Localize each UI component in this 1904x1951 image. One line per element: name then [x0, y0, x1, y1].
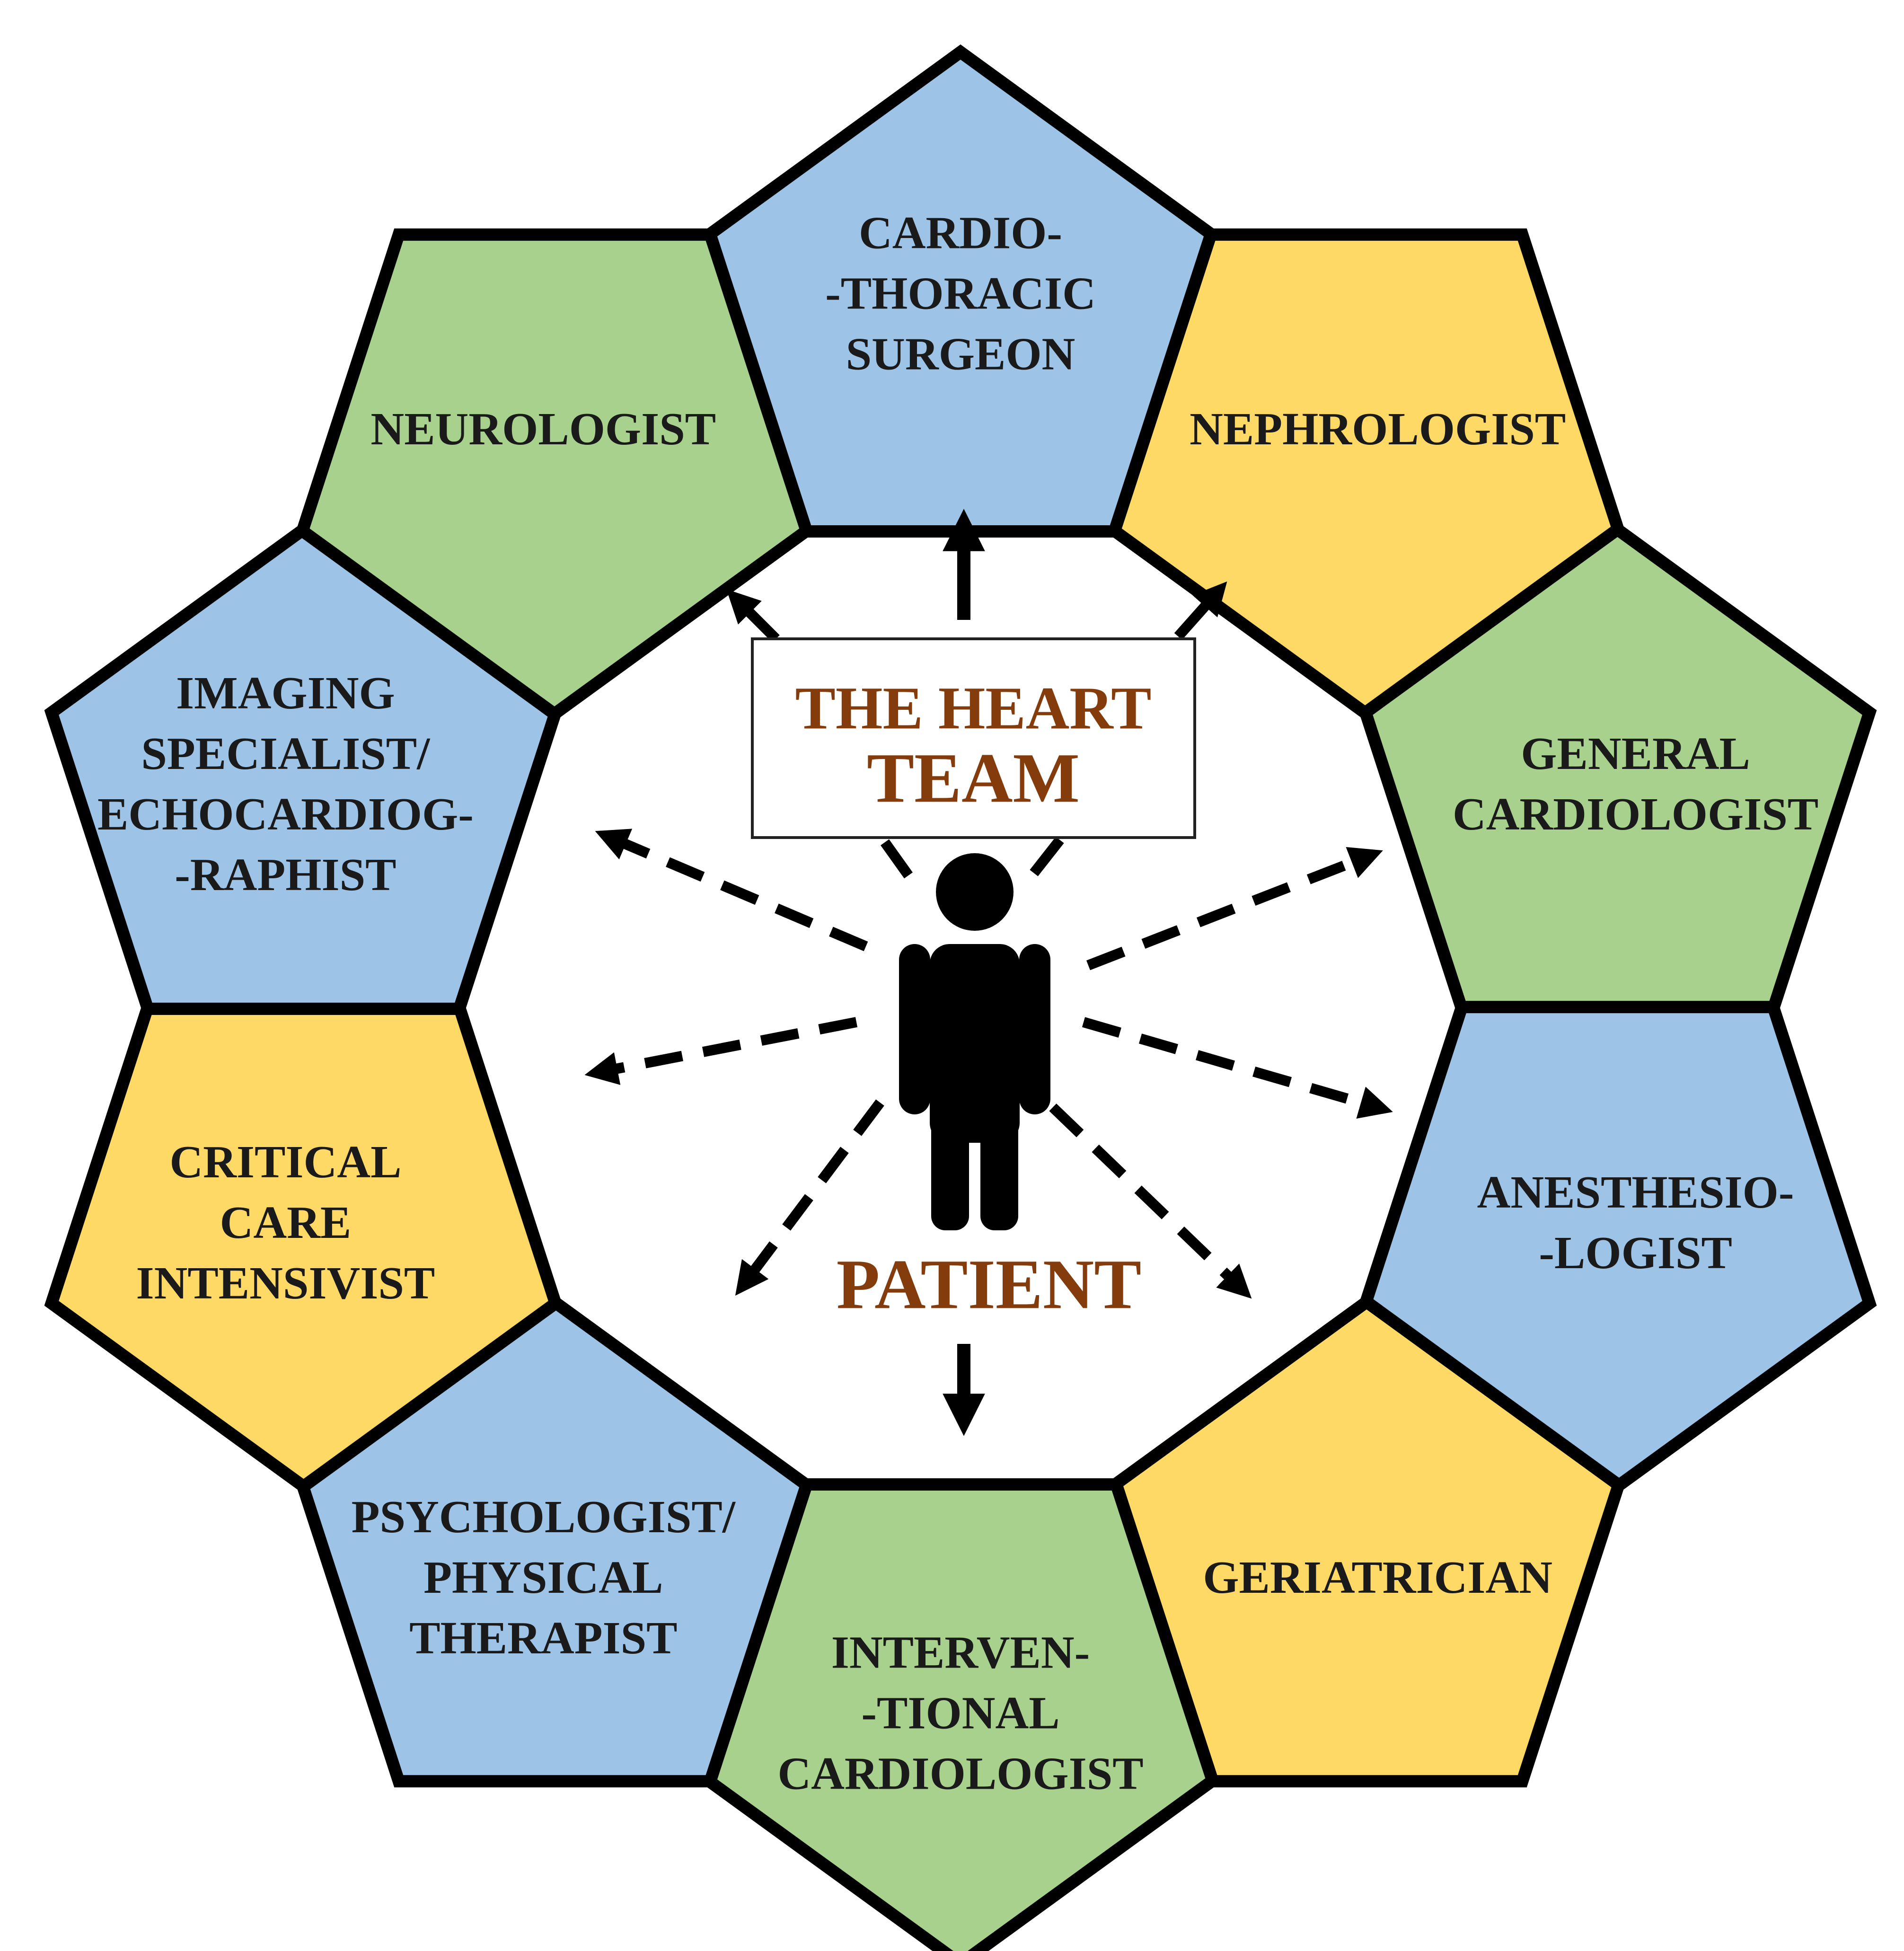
specialist-label-line: GERIATRICIAN — [1203, 1552, 1552, 1603]
arrow-dashed-lower-right — [1049, 1104, 1252, 1299]
title-line-2: TEAM — [867, 739, 1080, 817]
arrow-group — [584, 509, 1393, 1436]
specialist-neurologist: NEUROLOGIST — [295, 228, 814, 722]
specialist-label-line: NEUROLOGIST — [370, 404, 716, 455]
arrow-dashed-left — [584, 1017, 858, 1085]
pentagon-general-cardiologist — [1358, 521, 1877, 1015]
specialist-label-line: CARDIOLOGIST — [1453, 789, 1818, 840]
specialist-cardiothoracic-surgeon: CARDIO- -THORACIC SURGEON — [701, 44, 1220, 538]
specialist-general-cardiologist: GENERAL CARDIOLOGIST — [1358, 521, 1877, 1015]
specialist-label-line: ANESTHESIO- — [1477, 1167, 1794, 1218]
specialist-label-line: SURGEON — [846, 328, 1075, 380]
person-icon — [899, 853, 1050, 1230]
specialist-label-line: INTERVEN- — [831, 1627, 1090, 1678]
specialist-label-line: -RAPHIST — [175, 849, 396, 900]
arrow-dashed-upper-right — [1086, 847, 1383, 971]
specialist-label-line: CARDIO- — [859, 207, 1062, 258]
specialist-critical-care-intensivist: CRITICAL CARE INTENSIVIST — [44, 1001, 563, 1494]
title-frame — [751, 637, 1196, 839]
specialist-label-line: NEPHROLOGIST — [1190, 404, 1566, 455]
specialist-geriatrician: GERIATRICIAN — [1107, 1294, 1626, 1788]
specialist-imaging-specialist: IMAGING SPECIALIST/ECHOCARDIOG- -RAPHIST — [44, 521, 563, 1015]
arrow-up-right — [1174, 581, 1227, 640]
arrow-dashed-right — [1082, 1017, 1393, 1119]
arrow-dashed-upper-left — [595, 829, 868, 952]
specialist-label-line: -THORACIC — [825, 268, 1096, 319]
arrow-dashed-lower-left — [735, 1099, 884, 1296]
specialist-label-line: CARDIOLOGIST — [777, 1748, 1143, 1799]
specialist-label-line: SPECIALIST/ — [141, 728, 431, 779]
patient-label: PATIENT — [837, 1245, 1142, 1324]
pentagon-psychologist-physical-therapist — [295, 1294, 814, 1788]
pentagon-critical-care-intensivist — [44, 1001, 563, 1494]
arrow-figure-right-connector — [1030, 837, 1064, 876]
specialist-label-line: CRITICAL — [169, 1137, 401, 1188]
specialist-nephrologist: NEPHROLOGIST — [1107, 228, 1626, 722]
arrow-up-left — [726, 589, 780, 643]
specialist-label-line: -TIONAL — [861, 1687, 1059, 1739]
specialist-label-line: PHYSICAL — [423, 1552, 663, 1603]
specialist-interventional-cardiologist: INTERVEN- -TIONAL CARDIOLOGIST — [701, 1478, 1220, 1951]
specialist-label-line: ECHOCARDIOG- — [97, 789, 474, 840]
heart-team-title-box: THE HEART TEAM — [751, 637, 1196, 839]
specialist-label-line: INTENSIVIST — [136, 1258, 435, 1309]
arrow-figure-left-connector — [881, 839, 913, 879]
specialist-label-line: GENERAL — [1521, 728, 1750, 779]
specialist-anesthesiologist: ANESTHESIO- -LOGIST — [1358, 1001, 1877, 1494]
pentagon-geriatrician — [1107, 1294, 1626, 1788]
title-line-1: THE HEART — [795, 674, 1152, 742]
specialist-label-line: CARE — [220, 1197, 352, 1248]
pentagon-anesthesiologist — [1358, 1001, 1877, 1494]
specialist-ring: CARDIO- -THORACIC SURGEON NEPHROLOGIST GENER… — [44, 44, 1877, 1951]
specialist-psychologist-physical-therapist: PSYCHOLOGIST/PHYSICAL THERAPIST — [295, 1294, 814, 1788]
specialist-label-line: IMAGING — [176, 668, 395, 719]
pentagon-imaging-specialist — [44, 521, 563, 1015]
specialist-label-line: -LOGIST — [1539, 1227, 1732, 1279]
pentagon-neurologist — [295, 228, 814, 722]
specialist-label-line: PSYCHOLOGIST/ — [352, 1492, 736, 1543]
specialist-label-line: THERAPIST — [409, 1613, 677, 1664]
pentagon-interventional-cardiologist — [701, 1478, 1220, 1951]
pentagon-nephrologist — [1107, 228, 1626, 722]
